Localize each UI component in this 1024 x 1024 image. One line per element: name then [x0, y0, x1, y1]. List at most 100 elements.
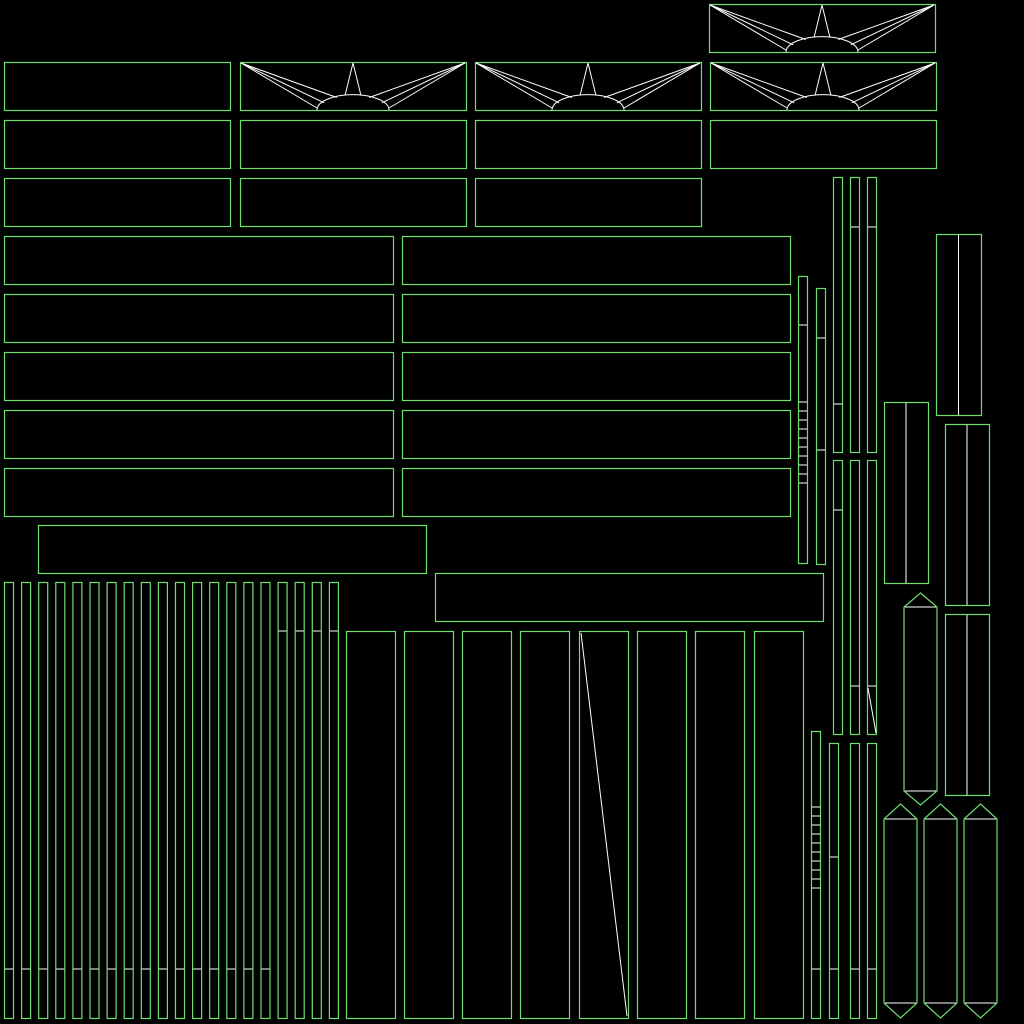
fan-panel	[709, 61, 938, 112]
split-panel	[935, 233, 983, 417]
long-thin-strip	[192, 581, 203, 1020]
long-plank	[401, 293, 792, 344]
long-thin-strip	[260, 581, 271, 1020]
thin-column	[815, 287, 827, 566]
plank	[239, 119, 468, 170]
fan-ray	[388, 62, 466, 109]
fan-ray	[822, 62, 832, 96]
plank	[474, 177, 703, 228]
pointed-post	[963, 803, 998, 1019]
fan-ray	[240, 62, 325, 104]
fan-arc	[551, 94, 625, 111]
fan-ray	[604, 62, 701, 98]
thin-column	[849, 742, 861, 1020]
long-thin-strip	[3, 581, 15, 1020]
fan-ray	[240, 62, 318, 109]
long-thin-strip	[226, 581, 237, 1020]
fan-arc	[786, 94, 860, 111]
tall-board	[519, 630, 571, 1020]
plank	[239, 177, 468, 228]
fan-ray	[839, 62, 936, 98]
fan-ray	[850, 4, 935, 46]
long-thin-strip	[311, 581, 322, 1020]
long-thin-strip	[294, 581, 305, 1020]
board-diagonal	[580, 632, 628, 1017]
fan-ray	[709, 4, 787, 51]
tall-board	[345, 630, 397, 1020]
fan-arc	[316, 94, 390, 111]
plank	[3, 119, 232, 170]
long-plank	[401, 409, 792, 460]
thin-column	[810, 730, 822, 1020]
fan-panel	[708, 3, 937, 54]
plank	[709, 119, 938, 170]
long-plank	[3, 351, 395, 402]
fan-ray	[475, 62, 560, 104]
thin-column	[832, 176, 844, 454]
long-thin-strip	[277, 581, 288, 1020]
thin-column	[866, 176, 878, 454]
split-panel	[944, 423, 991, 607]
pointed-post	[883, 803, 918, 1019]
thin-column	[797, 275, 809, 565]
tall-board	[461, 630, 513, 1020]
fan-ray	[587, 62, 597, 96]
plank	[3, 177, 232, 228]
long-thin-strip	[209, 581, 220, 1020]
split-panel	[944, 613, 991, 797]
fan-ray	[838, 4, 935, 40]
plank	[474, 119, 703, 170]
fan-ray	[813, 4, 823, 38]
fan-panel	[239, 61, 468, 112]
fan-ray	[623, 62, 701, 109]
fan-ray	[475, 62, 553, 109]
plank	[3, 61, 232, 112]
long-thin-strip	[157, 581, 168, 1020]
fan-ray	[616, 62, 701, 104]
fan-ray	[710, 62, 807, 98]
long-plank	[3, 235, 395, 286]
fan-ray	[579, 62, 589, 96]
long-thin-strip	[328, 581, 339, 1020]
fan-arc	[785, 36, 859, 53]
fan-ray	[369, 62, 466, 98]
pointed-post	[923, 803, 958, 1019]
thin-column	[832, 459, 844, 736]
long-thin-strip	[174, 581, 186, 1020]
long-thin-strip	[72, 581, 83, 1020]
tall-board	[403, 630, 455, 1020]
fan-ray	[240, 62, 337, 98]
long-thin-strip	[243, 581, 254, 1020]
long-plank	[3, 467, 395, 518]
fan-ray	[710, 62, 795, 104]
long-plank	[401, 351, 792, 402]
fan-ray	[709, 4, 794, 46]
fan-ray	[709, 4, 806, 40]
tall-board	[694, 630, 746, 1020]
long-thin-strip	[38, 581, 49, 1020]
fan-panel	[474, 61, 703, 112]
fan-ray	[381, 62, 466, 104]
long-thin-strip	[89, 581, 100, 1020]
long-plank	[401, 235, 792, 286]
fan-ray	[475, 62, 572, 98]
thin-column	[828, 742, 840, 1020]
long-thin-strip	[123, 581, 134, 1020]
thin-column	[866, 459, 878, 736]
fan-ray	[858, 62, 936, 109]
long-plank	[37, 524, 428, 575]
long-plank	[3, 293, 395, 344]
split-panel	[883, 401, 930, 585]
fan-ray	[821, 4, 831, 38]
long-thin-strip	[140, 581, 151, 1020]
tall-board	[753, 630, 805, 1020]
long-plank	[3, 409, 395, 460]
fan-ray	[851, 62, 936, 104]
column-diagonal	[867, 687, 877, 734]
thin-column	[849, 459, 861, 736]
long-plank	[401, 467, 792, 518]
fan-ray	[857, 4, 935, 51]
long-plank	[434, 572, 825, 623]
fan-ray	[352, 62, 362, 96]
thin-column	[849, 176, 861, 454]
